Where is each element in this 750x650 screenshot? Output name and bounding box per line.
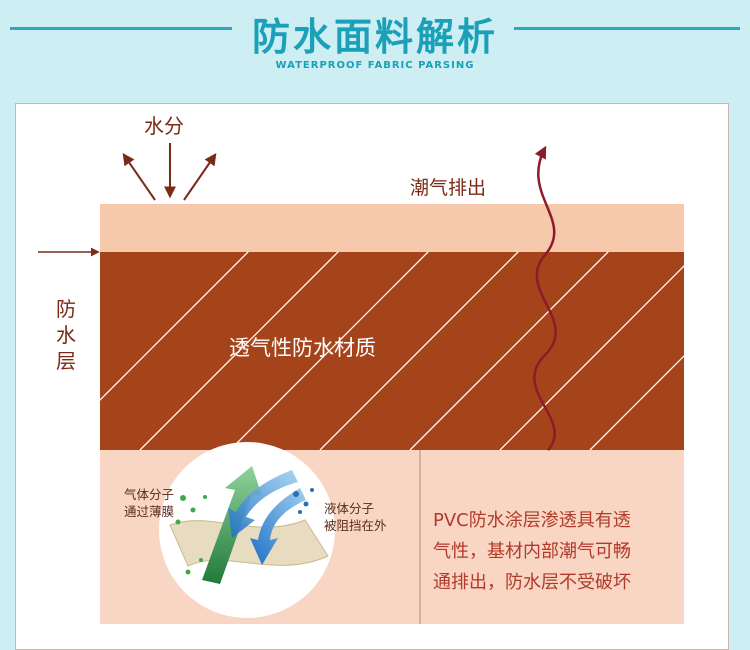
description-line2: 气性，基材内部潮气可畅 — [433, 541, 631, 562]
description-line1: PVC防水涂层渗透具有透 — [433, 510, 631, 531]
layer-label: 防水层 — [56, 297, 76, 373]
header-line-right — [514, 27, 740, 30]
gas-label-line2: 通过薄膜 — [124, 504, 175, 519]
liquid-label-line2: 被阻挡在外 — [324, 518, 387, 533]
description-text: PVC防水涂层渗透具有透 气性，基材内部潮气可畅 通排出，防水层不受破坏 — [433, 505, 631, 598]
moisture-arrows — [122, 143, 217, 201]
material-layer — [100, 252, 684, 450]
gas-label: 气体分子 通过薄膜 — [124, 486, 174, 520]
moisture-label: 水分 — [144, 114, 184, 138]
hatch-lines — [100, 252, 684, 450]
membrane-inset — [159, 442, 335, 618]
vapor-arrow — [533, 145, 557, 451]
header-line-left — [10, 27, 232, 30]
liquid-molecules — [293, 488, 314, 514]
material-label: 透气性防水材质 — [229, 336, 376, 360]
liquid-label-line1: 液体分子 — [324, 501, 375, 516]
page-subtitle: WATERPROOF FABRIC PARSING — [275, 60, 475, 71]
description-line3: 通排出，防水层不受破坏 — [433, 572, 631, 593]
page-title: 防水面料解析 — [251, 15, 498, 59]
vapor-label: 潮气排出 — [410, 177, 487, 199]
gas-label-line1: 气体分子 — [124, 487, 175, 502]
liquid-blocked-arrow — [228, 470, 306, 565]
top-layer — [100, 204, 684, 252]
liquid-label: 液体分子 被阻挡在外 — [324, 500, 387, 534]
gas-molecules — [175, 495, 207, 575]
